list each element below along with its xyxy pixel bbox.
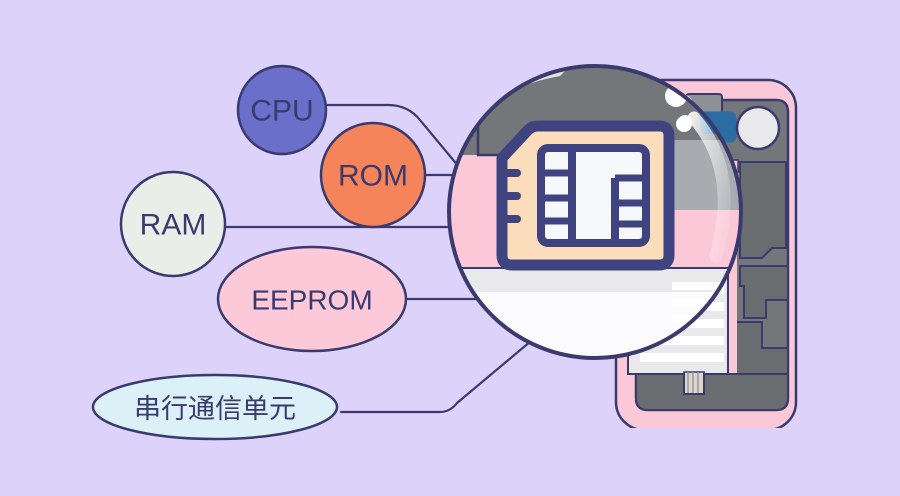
node-cpu[interactable]: CPU	[236, 64, 328, 156]
node-cpu-shape[interactable]	[236, 64, 328, 156]
node-eeprom[interactable]: EEPROM	[216, 245, 408, 353]
node-serial-comm-unit[interactable]: 串行通信单元	[91, 373, 339, 441]
node-ram-shape[interactable]	[119, 170, 227, 278]
sim-card-contacts	[537, 144, 650, 247]
sim-card	[496, 120, 675, 271]
phone-chip-right-upper	[739, 161, 787, 259]
lens-shine-arc	[687, 111, 731, 263]
lens-shine-dot	[678, 115, 692, 129]
phone-ribbon-cable	[683, 371, 705, 395]
node-serial-comm-unit-label: 串行通信单元	[134, 394, 296, 424]
node-rom[interactable]: ROM	[319, 121, 427, 229]
node-eeprom-label: EEPROM	[251, 285, 372, 316]
magnifier-rim	[447, 64, 743, 360]
node-rom-shape[interactable]	[319, 121, 427, 229]
node-ram[interactable]: RAM	[119, 170, 227, 278]
sim-card-notches	[498, 169, 521, 223]
phone-divider-strip	[729, 162, 737, 384]
node-cpu-label: CPU	[250, 95, 313, 128]
phone-chip-right-lower	[739, 265, 789, 319]
phone-bottom-module	[635, 373, 789, 411]
node-rom-label: ROM	[338, 160, 408, 193]
connector-serial	[339, 339, 533, 414]
node-serial-comm-unit-shape[interactable]	[91, 373, 339, 441]
node-eeprom-shape[interactable]	[216, 245, 408, 353]
phone-camera-lens	[735, 105, 781, 151]
node-ram-label: RAM	[140, 209, 207, 242]
connector-cpu	[322, 103, 476, 187]
